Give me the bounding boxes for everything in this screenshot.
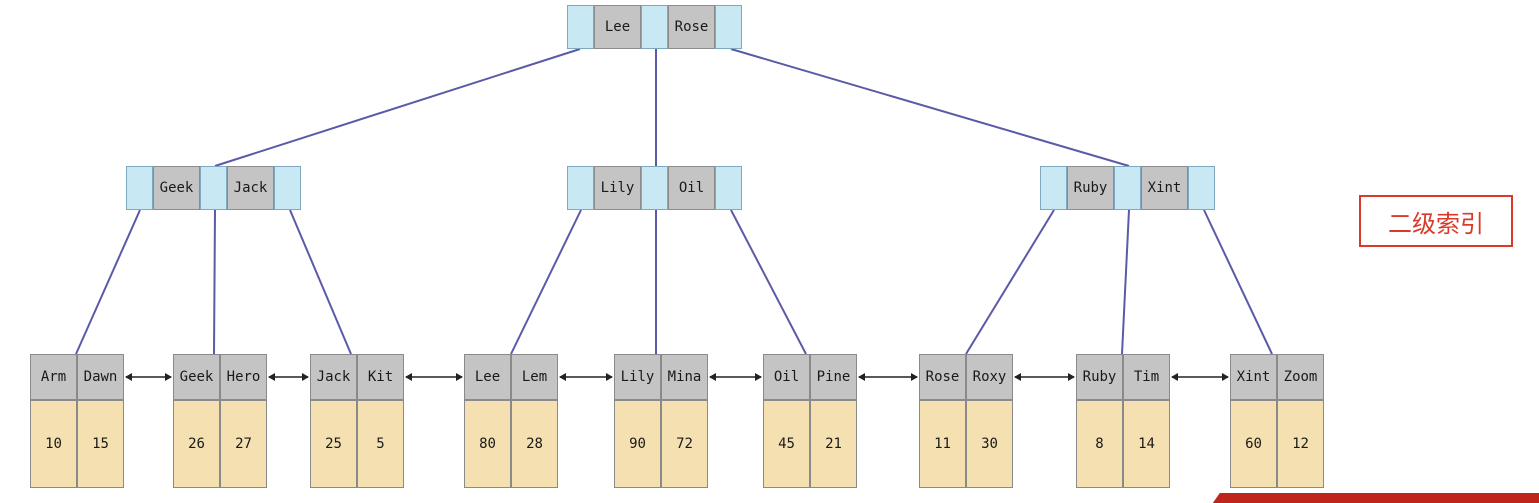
leaf-value: 60 <box>1230 400 1277 488</box>
tree-edge <box>510 209 582 355</box>
tree-edge <box>730 48 1130 167</box>
leaf-key: Tim <box>1123 354 1170 400</box>
leaf-key: Geek <box>173 354 220 400</box>
tree-edge <box>75 209 141 355</box>
leaf-key: Roxy <box>966 354 1013 400</box>
leaf-value: 30 <box>966 400 1013 488</box>
leaf-key: Jack <box>310 354 357 400</box>
leaf-link-arrow <box>405 373 463 381</box>
leaf-value: 5 <box>357 400 404 488</box>
tree-edge <box>1203 209 1273 355</box>
pointer-cell <box>1114 166 1141 210</box>
root-key: Lee <box>594 5 641 49</box>
pointer-cell <box>641 5 668 49</box>
leaf-key: Hero <box>220 354 267 400</box>
pointer-cell <box>567 166 594 210</box>
tree-edge <box>1121 209 1130 355</box>
internal-key: Xint <box>1141 166 1188 210</box>
leaf-key: Zoom <box>1277 354 1324 400</box>
internal-key: Ruby <box>1067 166 1114 210</box>
leaf-value: 14 <box>1123 400 1170 488</box>
leaf-key: Lem <box>511 354 558 400</box>
secondary-index-label: 二级索引 <box>1359 195 1513 247</box>
root-key: Rose <box>668 5 715 49</box>
pointer-cell <box>274 166 301 210</box>
pointer-cell <box>126 166 153 210</box>
leaf-value: 15 <box>77 400 124 488</box>
leaf-key: Oil <box>763 354 810 400</box>
tree-edge <box>965 209 1055 355</box>
leaf-key: Pine <box>810 354 857 400</box>
leaf-value: 21 <box>810 400 857 488</box>
leaf-value: 80 <box>464 400 511 488</box>
leaf-value: 26 <box>173 400 220 488</box>
leaf-key: Rose <box>919 354 966 400</box>
leaf-node: Lee Lem 80 28 <box>464 354 558 488</box>
leaf-link-arrow <box>709 373 762 381</box>
pointer-cell <box>715 166 742 210</box>
leaf-value: 27 <box>220 400 267 488</box>
leaf-node: Arm Dawn 10 15 <box>30 354 124 488</box>
pointer-cell <box>1040 166 1067 210</box>
internal-node: Ruby Xint <box>1040 166 1215 210</box>
internal-node: Geek Jack <box>126 166 301 210</box>
root-node: Lee Rose <box>567 5 742 49</box>
leaf-link-arrow <box>858 373 918 381</box>
leaf-key: Arm <box>30 354 77 400</box>
internal-key: Lily <box>594 166 641 210</box>
leaf-value: 11 <box>919 400 966 488</box>
leaf-value: 8 <box>1076 400 1123 488</box>
tree-edge <box>214 48 581 167</box>
internal-key: Oil <box>668 166 715 210</box>
leaf-value: 10 <box>30 400 77 488</box>
leaf-key: Kit <box>357 354 404 400</box>
leaf-node: Rose Roxy 11 30 <box>919 354 1013 488</box>
leaf-key: Dawn <box>77 354 124 400</box>
tree-edge <box>213 209 216 355</box>
leaf-link-arrow <box>1014 373 1075 381</box>
internal-node: Lily Oil <box>567 166 742 210</box>
pointer-cell <box>200 166 227 210</box>
leaf-value: 12 <box>1277 400 1324 488</box>
leaf-key: Ruby <box>1076 354 1123 400</box>
leaf-value: 72 <box>661 400 708 488</box>
leaf-link-arrow <box>268 373 309 381</box>
internal-key: Geek <box>153 166 200 210</box>
leaf-link-arrow <box>559 373 613 381</box>
leaf-key: Xint <box>1230 354 1277 400</box>
pointer-cell <box>641 166 668 210</box>
pointer-cell <box>567 5 594 49</box>
leaf-node: Ruby Tim 8 14 <box>1076 354 1170 488</box>
leaf-key: Lily <box>614 354 661 400</box>
leaf-node: Lily Mina 90 72 <box>614 354 708 488</box>
leaf-node: Geek Hero 26 27 <box>173 354 267 488</box>
leaf-node: Oil Pine 45 21 <box>763 354 857 488</box>
leaf-key: Lee <box>464 354 511 400</box>
leaf-value: 25 <box>310 400 357 488</box>
pointer-cell <box>1188 166 1215 210</box>
internal-key: Jack <box>227 166 274 210</box>
leaf-value: 28 <box>511 400 558 488</box>
leaf-node: Xint Zoom 60 12 <box>1230 354 1324 488</box>
leaf-node: Jack Kit 25 5 <box>310 354 404 488</box>
tree-edge <box>289 209 352 355</box>
leaf-key: Mina <box>661 354 708 400</box>
decorative-corner-bar <box>1210 493 1539 503</box>
leaf-value: 45 <box>763 400 810 488</box>
leaf-link-arrow <box>125 373 172 381</box>
leaf-value: 90 <box>614 400 661 488</box>
tree-edge <box>730 209 807 355</box>
pointer-cell <box>715 5 742 49</box>
leaf-link-arrow <box>1171 373 1229 381</box>
